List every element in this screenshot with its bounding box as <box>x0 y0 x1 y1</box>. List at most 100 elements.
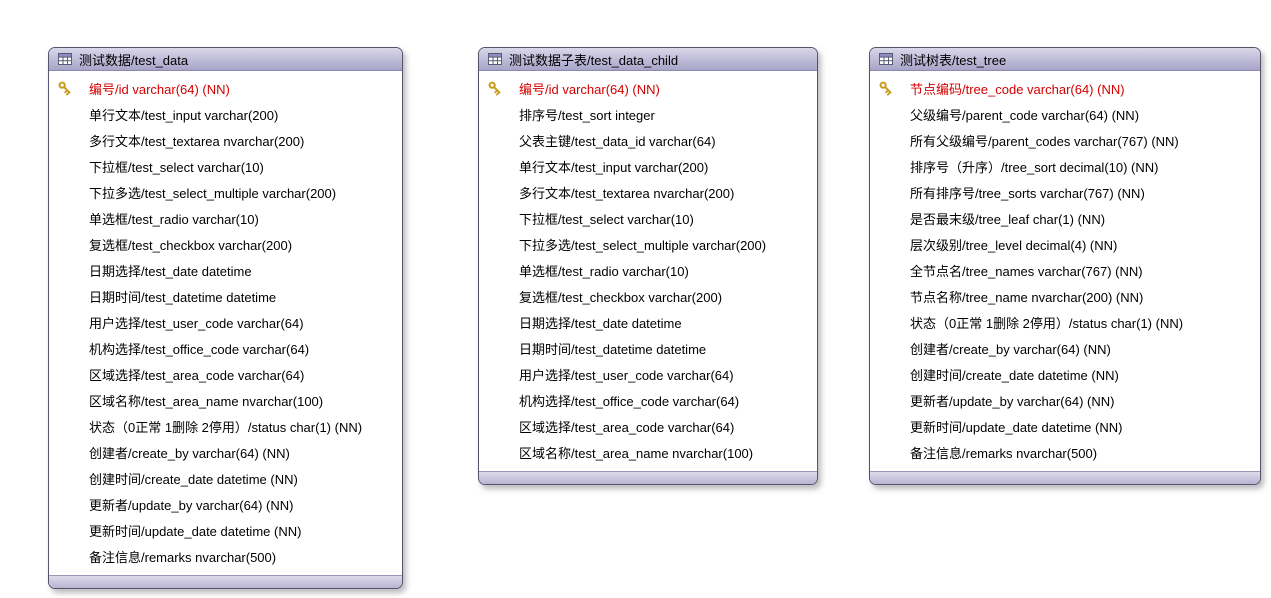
table-header[interactable]: 测试数据子表/test_data_child <box>479 48 817 71</box>
field-row[interactable]: 下拉多选/test_select_multiple varchar(200) <box>479 231 817 257</box>
field-row[interactable]: 全节点名/tree_names varchar(767) (NN) <box>870 257 1260 283</box>
field-row[interactable]: 父级编号/parent_code varchar(64) (NN) <box>870 101 1260 127</box>
table-icon <box>58 53 72 65</box>
field-row[interactable]: 单选框/test_radio varchar(10) <box>479 257 817 283</box>
field-row[interactable]: 创建者/create_by varchar(64) (NN) <box>49 439 402 465</box>
field-row[interactable]: 排序号（升序）/tree_sort decimal(10) (NN) <box>870 153 1260 179</box>
field-row[interactable]: 单行文本/test_input varchar(200) <box>479 153 817 179</box>
table-footer <box>870 471 1260 484</box>
primary-key-icon <box>870 80 910 96</box>
field-row-primary-key[interactable]: 编号/id varchar(64) (NN) <box>479 75 817 101</box>
field-label: 下拉框/test_select varchar(10) <box>519 211 694 227</box>
field-row[interactable]: 创建时间/create_date datetime (NN) <box>49 465 402 491</box>
table-title: 测试树表/test_tree <box>900 52 1007 68</box>
field-label: 备注信息/remarks nvarchar(500) <box>89 549 277 565</box>
field-row[interactable]: 更新者/update_by varchar(64) (NN) <box>870 387 1260 413</box>
table-footer <box>49 575 402 588</box>
table-header[interactable]: 测试树表/test_tree <box>870 48 1260 71</box>
field-row[interactable]: 父表主键/test_data_id varchar(64) <box>479 127 817 153</box>
field-label: 单行文本/test_input varchar(200) <box>519 159 709 175</box>
field-label: 创建者/create_by varchar(64) (NN) <box>89 445 290 461</box>
field-row[interactable]: 更新时间/update_date datetime (NN) <box>49 517 402 543</box>
field-row[interactable]: 多行文本/test_textarea nvarchar(200) <box>49 127 402 153</box>
field-label: 父表主键/test_data_id varchar(64) <box>519 133 716 149</box>
field-row[interactable]: 更新时间/update_date datetime (NN) <box>870 413 1260 439</box>
field-row[interactable]: 用户选择/test_user_code varchar(64) <box>479 361 817 387</box>
table-header[interactable]: 测试数据/test_data <box>49 48 402 71</box>
table-icon <box>488 53 502 65</box>
field-list: 节点编码/tree_code varchar(64) (NN) 父级编号/pare… <box>870 71 1260 471</box>
field-row[interactable]: 单选框/test_radio varchar(10) <box>49 205 402 231</box>
field-row[interactable]: 下拉多选/test_select_multiple varchar(200) <box>49 179 402 205</box>
field-row[interactable]: 机构选择/test_office_code varchar(64) <box>479 387 817 413</box>
field-label: 备注信息/remarks nvarchar(500) <box>910 445 1098 461</box>
field-row[interactable]: 日期时间/test_datetime datetime <box>479 335 817 361</box>
field-label: 单选框/test_radio varchar(10) <box>519 263 689 279</box>
field-row[interactable]: 复选框/test_checkbox varchar(200) <box>479 283 817 309</box>
field-label: 是否最末级/tree_leaf char(1) (NN) <box>910 211 1106 227</box>
table-card-test_data_child[interactable]: 测试数据子表/test_data_child 编号/id varchar(64)… <box>478 47 818 485</box>
field-row[interactable]: 备注信息/remarks nvarchar(500) <box>870 439 1260 465</box>
field-label: 更新者/update_by varchar(64) (NN) <box>89 497 294 513</box>
field-label: 复选框/test_checkbox varchar(200) <box>89 237 293 253</box>
field-row[interactable]: 单行文本/test_input varchar(200) <box>49 101 402 127</box>
field-row[interactable]: 区域名称/test_area_name nvarchar(100) <box>479 439 817 465</box>
field-label: 节点编码/tree_code varchar(64) (NN) <box>910 81 1125 97</box>
field-row[interactable]: 创建者/create_by varchar(64) (NN) <box>870 335 1260 361</box>
field-row[interactable]: 所有排序号/tree_sorts varchar(767) (NN) <box>870 179 1260 205</box>
table-card-test_data[interactable]: 测试数据/test_data 编号/id varchar(64) (NN) 单行文… <box>48 47 403 589</box>
field-label: 排序号（升序）/tree_sort decimal(10) (NN) <box>910 159 1159 175</box>
field-label: 区域选择/test_area_code varchar(64) <box>519 419 735 435</box>
field-label: 全节点名/tree_names varchar(767) (NN) <box>910 263 1143 279</box>
field-row-primary-key[interactable]: 节点编码/tree_code varchar(64) (NN) <box>870 75 1260 101</box>
primary-key-icon <box>479 80 519 96</box>
field-row[interactable]: 节点名称/tree_name nvarchar(200) (NN) <box>870 283 1260 309</box>
field-row[interactable]: 用户选择/test_user_code varchar(64) <box>49 309 402 335</box>
field-row[interactable]: 日期选择/test_date datetime <box>49 257 402 283</box>
field-label: 区域名称/test_area_name nvarchar(100) <box>519 445 754 461</box>
field-row[interactable]: 是否最末级/tree_leaf char(1) (NN) <box>870 205 1260 231</box>
field-label: 复选框/test_checkbox varchar(200) <box>519 289 723 305</box>
field-row[interactable]: 状态（0正常 1删除 2停用）/status char(1) (NN) <box>870 309 1260 335</box>
field-row[interactable]: 多行文本/test_textarea nvarchar(200) <box>479 179 817 205</box>
field-row[interactable]: 层次级别/tree_level decimal(4) (NN) <box>870 231 1260 257</box>
field-row[interactable]: 创建时间/create_date datetime (NN) <box>870 361 1260 387</box>
field-row[interactable]: 区域选择/test_area_code varchar(64) <box>479 413 817 439</box>
field-label: 日期选择/test_date datetime <box>89 263 252 279</box>
field-label: 日期时间/test_datetime datetime <box>519 341 707 357</box>
field-row[interactable]: 下拉框/test_select varchar(10) <box>49 153 402 179</box>
table-title: 测试数据/test_data <box>79 52 189 68</box>
table-title: 测试数据子表/test_data_child <box>509 52 679 68</box>
field-label: 单行文本/test_input varchar(200) <box>89 107 279 123</box>
field-label: 日期时间/test_datetime datetime <box>89 289 277 305</box>
field-row[interactable]: 状态（0正常 1删除 2停用）/status char(1) (NN) <box>49 413 402 439</box>
field-label: 多行文本/test_textarea nvarchar(200) <box>519 185 735 201</box>
field-row-primary-key[interactable]: 编号/id varchar(64) (NN) <box>49 75 402 101</box>
field-row[interactable]: 日期时间/test_datetime datetime <box>49 283 402 309</box>
field-row[interactable]: 机构选择/test_office_code varchar(64) <box>49 335 402 361</box>
field-row[interactable]: 备注信息/remarks nvarchar(500) <box>49 543 402 569</box>
field-row[interactable]: 所有父级编号/parent_codes varchar(767) (NN) <box>870 127 1260 153</box>
field-label: 所有排序号/tree_sorts varchar(767) (NN) <box>910 185 1145 201</box>
table-icon <box>879 53 893 65</box>
field-label: 层次级别/tree_level decimal(4) (NN) <box>910 237 1118 253</box>
field-label: 用户选择/test_user_code varchar(64) <box>89 315 304 331</box>
field-row[interactable]: 复选框/test_checkbox varchar(200) <box>49 231 402 257</box>
field-row[interactable]: 日期选择/test_date datetime <box>479 309 817 335</box>
field-row[interactable]: 更新者/update_by varchar(64) (NN) <box>49 491 402 517</box>
field-label: 单选框/test_radio varchar(10) <box>89 211 259 227</box>
field-label: 下拉多选/test_select_multiple varchar(200) <box>519 237 767 253</box>
field-label: 节点名称/tree_name nvarchar(200) (NN) <box>910 289 1144 305</box>
field-label: 下拉多选/test_select_multiple varchar(200) <box>89 185 337 201</box>
field-label: 更新时间/update_date datetime (NN) <box>89 523 302 539</box>
field-label: 机构选择/test_office_code varchar(64) <box>519 393 740 409</box>
table-card-test_tree[interactable]: 测试树表/test_tree 节点编码/tree_code varchar(64… <box>869 47 1261 485</box>
field-label: 所有父级编号/parent_codes varchar(767) (NN) <box>910 133 1179 149</box>
field-label: 排序号/test_sort integer <box>519 107 655 123</box>
field-row[interactable]: 区域名称/test_area_name nvarchar(100) <box>49 387 402 413</box>
field-label: 机构选择/test_office_code varchar(64) <box>89 341 310 357</box>
field-row[interactable]: 区域选择/test_area_code varchar(64) <box>49 361 402 387</box>
field-row[interactable]: 下拉框/test_select varchar(10) <box>479 205 817 231</box>
field-label: 更新者/update_by varchar(64) (NN) <box>910 393 1115 409</box>
field-row[interactable]: 排序号/test_sort integer <box>479 101 817 127</box>
